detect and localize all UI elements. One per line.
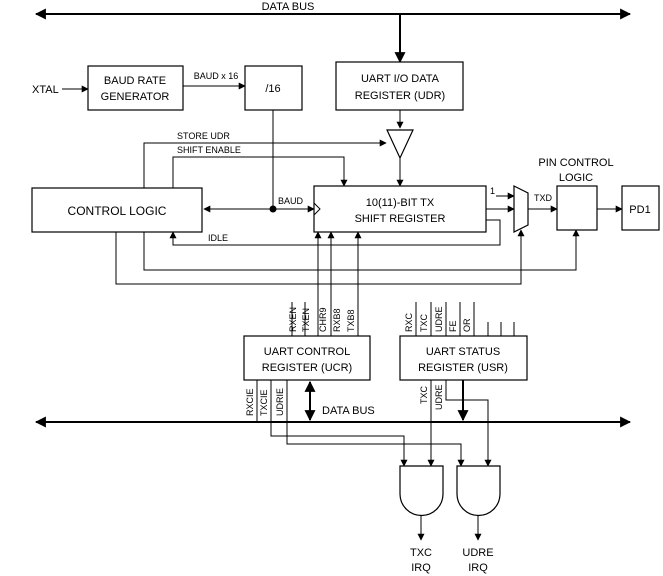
udrie-line: [286, 380, 465, 467]
ucr-block: [243, 335, 371, 381]
udr-block: [335, 61, 464, 111]
baud-rate-generator-line2: GENERATOR: [101, 91, 170, 103]
pin-control-logic-block: [556, 185, 598, 231]
mux-one-label: 1: [490, 186, 495, 196]
baud-label: BAUD: [278, 196, 304, 206]
ucr-bit-udrie: UDRIE: [275, 388, 285, 416]
control-to-pin-logic: [143, 229, 580, 271]
txc-irq-line2: IRQ: [411, 562, 431, 574]
div16-label: /16: [265, 83, 280, 95]
udre-and-gate: [456, 465, 501, 517]
usr-bit-udre-bottom: UDRE: [434, 384, 444, 410]
txc-irq-line1: TXC: [410, 547, 432, 559]
usr-line2: REGISTER (USR): [418, 362, 508, 374]
udr-line1: UART I/O DATA: [361, 73, 440, 85]
bottom-data-bus-label: DATA BUS: [322, 405, 375, 417]
txd-label: TXD: [534, 193, 553, 203]
pin-control-line2: LOGIC: [559, 172, 593, 184]
ucr-bit-txcie: TXCIE: [259, 389, 269, 416]
udre-irq-line1: UDRE: [462, 547, 493, 559]
ucr-bit-rxcie: RXCIE: [245, 388, 255, 416]
ucr-bit-txen: TXEN: [301, 308, 311, 332]
shift-register-clock-mark: [313, 202, 321, 216]
usr-block: [399, 335, 528, 381]
usr-bit-or: OR: [462, 318, 472, 332]
store-udr-label: STORE UDR: [177, 131, 230, 141]
idle-line: [169, 219, 501, 246]
pd1-pin-block: [621, 185, 660, 231]
baud-x16-label: BAUD x 16: [194, 71, 239, 81]
baud-junction-dot: [269, 205, 277, 213]
ucr-bit-chr9: CHR9: [318, 307, 328, 332]
shift-enable-label: SHIFT ENABLE: [177, 145, 241, 155]
usr-bit-fe: FE: [448, 320, 458, 332]
udr-line2: REGISTER (UDR): [355, 90, 445, 102]
usr-bit-udre: UDRE: [434, 306, 444, 332]
baud-rate-generator-line1: BAUD RATE: [104, 75, 166, 87]
udre-to-gate: [445, 380, 492, 467]
tx-shift-register-block: [313, 185, 487, 233]
ucr-line1: UART CONTROL: [264, 346, 350, 358]
usr-line1: UART STATUS: [426, 346, 500, 358]
ucr-bit-txb8: TXB8: [346, 309, 356, 332]
output-mux: [513, 185, 529, 233]
ucr-bit-rxen: RXEN: [288, 307, 298, 332]
tristate-buffer: [386, 129, 414, 160]
ucr-line2: REGISTER (UCR): [262, 362, 352, 374]
control-logic-block: [31, 187, 203, 233]
div16-block: [244, 65, 303, 111]
control-logic-label: CONTROL LOGIC: [68, 204, 167, 218]
top-data-bus-label: DATA BUS: [262, 1, 315, 13]
tx-shift-register-line1: 10(11)-BIT TX: [366, 197, 435, 209]
usr-bit-txc-bottom: TXC: [419, 385, 429, 404]
xtal-label: XTAL: [32, 84, 59, 96]
txcie-line: [270, 380, 408, 467]
store-udr-line: [143, 139, 387, 188]
tx-shift-register-line2: SHIFT REGISTER: [355, 213, 446, 225]
idle-label: IDLE: [208, 233, 228, 243]
baud-rate-generator-block: [87, 65, 184, 111]
usr-bit-rxc: RXC: [404, 312, 414, 332]
ucr-bit-rxb8: RXB8: [332, 308, 342, 332]
udre-irq-line2: IRQ: [468, 562, 488, 574]
txc-and-gate: [399, 465, 444, 517]
pin-control-line1: PIN CONTROL: [538, 157, 613, 169]
pd1-label: PD1: [629, 204, 650, 216]
usr-bit-txc: TXC: [419, 313, 429, 332]
shift-enable-line: [172, 156, 348, 188]
